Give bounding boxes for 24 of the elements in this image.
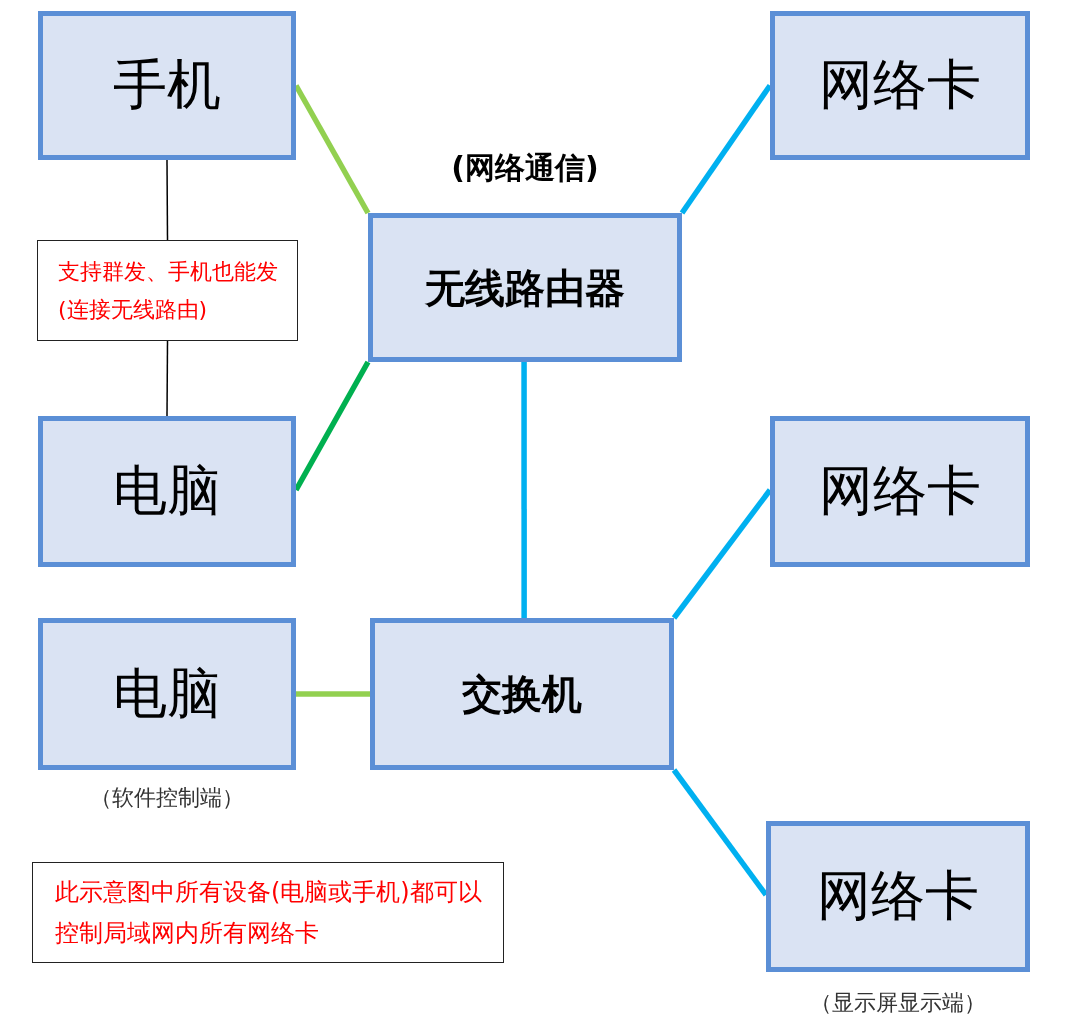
- device-label: 网络卡: [817, 864, 979, 929]
- note-box: [37, 240, 298, 341]
- device-label: 电脑: [113, 661, 221, 727]
- note-text: 支持群发、手机也能发(连接无线路由): [58, 258, 279, 324]
- device-box: [38, 11, 296, 160]
- connector-line: [166, 159, 169, 241]
- connector-line: [521, 362, 527, 618]
- device-box: [38, 416, 296, 567]
- device-label: 手机: [113, 53, 221, 118]
- device-label: 网络卡: [819, 459, 981, 524]
- device-label: 网络卡: [819, 53, 981, 118]
- device-box: [370, 618, 674, 770]
- device-label: 交换机: [462, 670, 582, 718]
- device-label: 无线路由器: [425, 263, 625, 312]
- note-text: 此示意图中所有设备(电脑或手机)都可以控制局域网内所有网络卡: [55, 876, 483, 949]
- caption-text: （软件控制端）: [90, 784, 244, 812]
- caption-text: (网络通信): [451, 149, 599, 187]
- caption-text: （显示屏显示端）: [810, 989, 986, 1017]
- device-box: [770, 11, 1030, 160]
- connector-line: [296, 691, 370, 697]
- device-box: [770, 416, 1030, 567]
- note-box: [32, 862, 504, 963]
- connector-line: [166, 340, 169, 417]
- device-label: 电脑: [113, 459, 221, 524]
